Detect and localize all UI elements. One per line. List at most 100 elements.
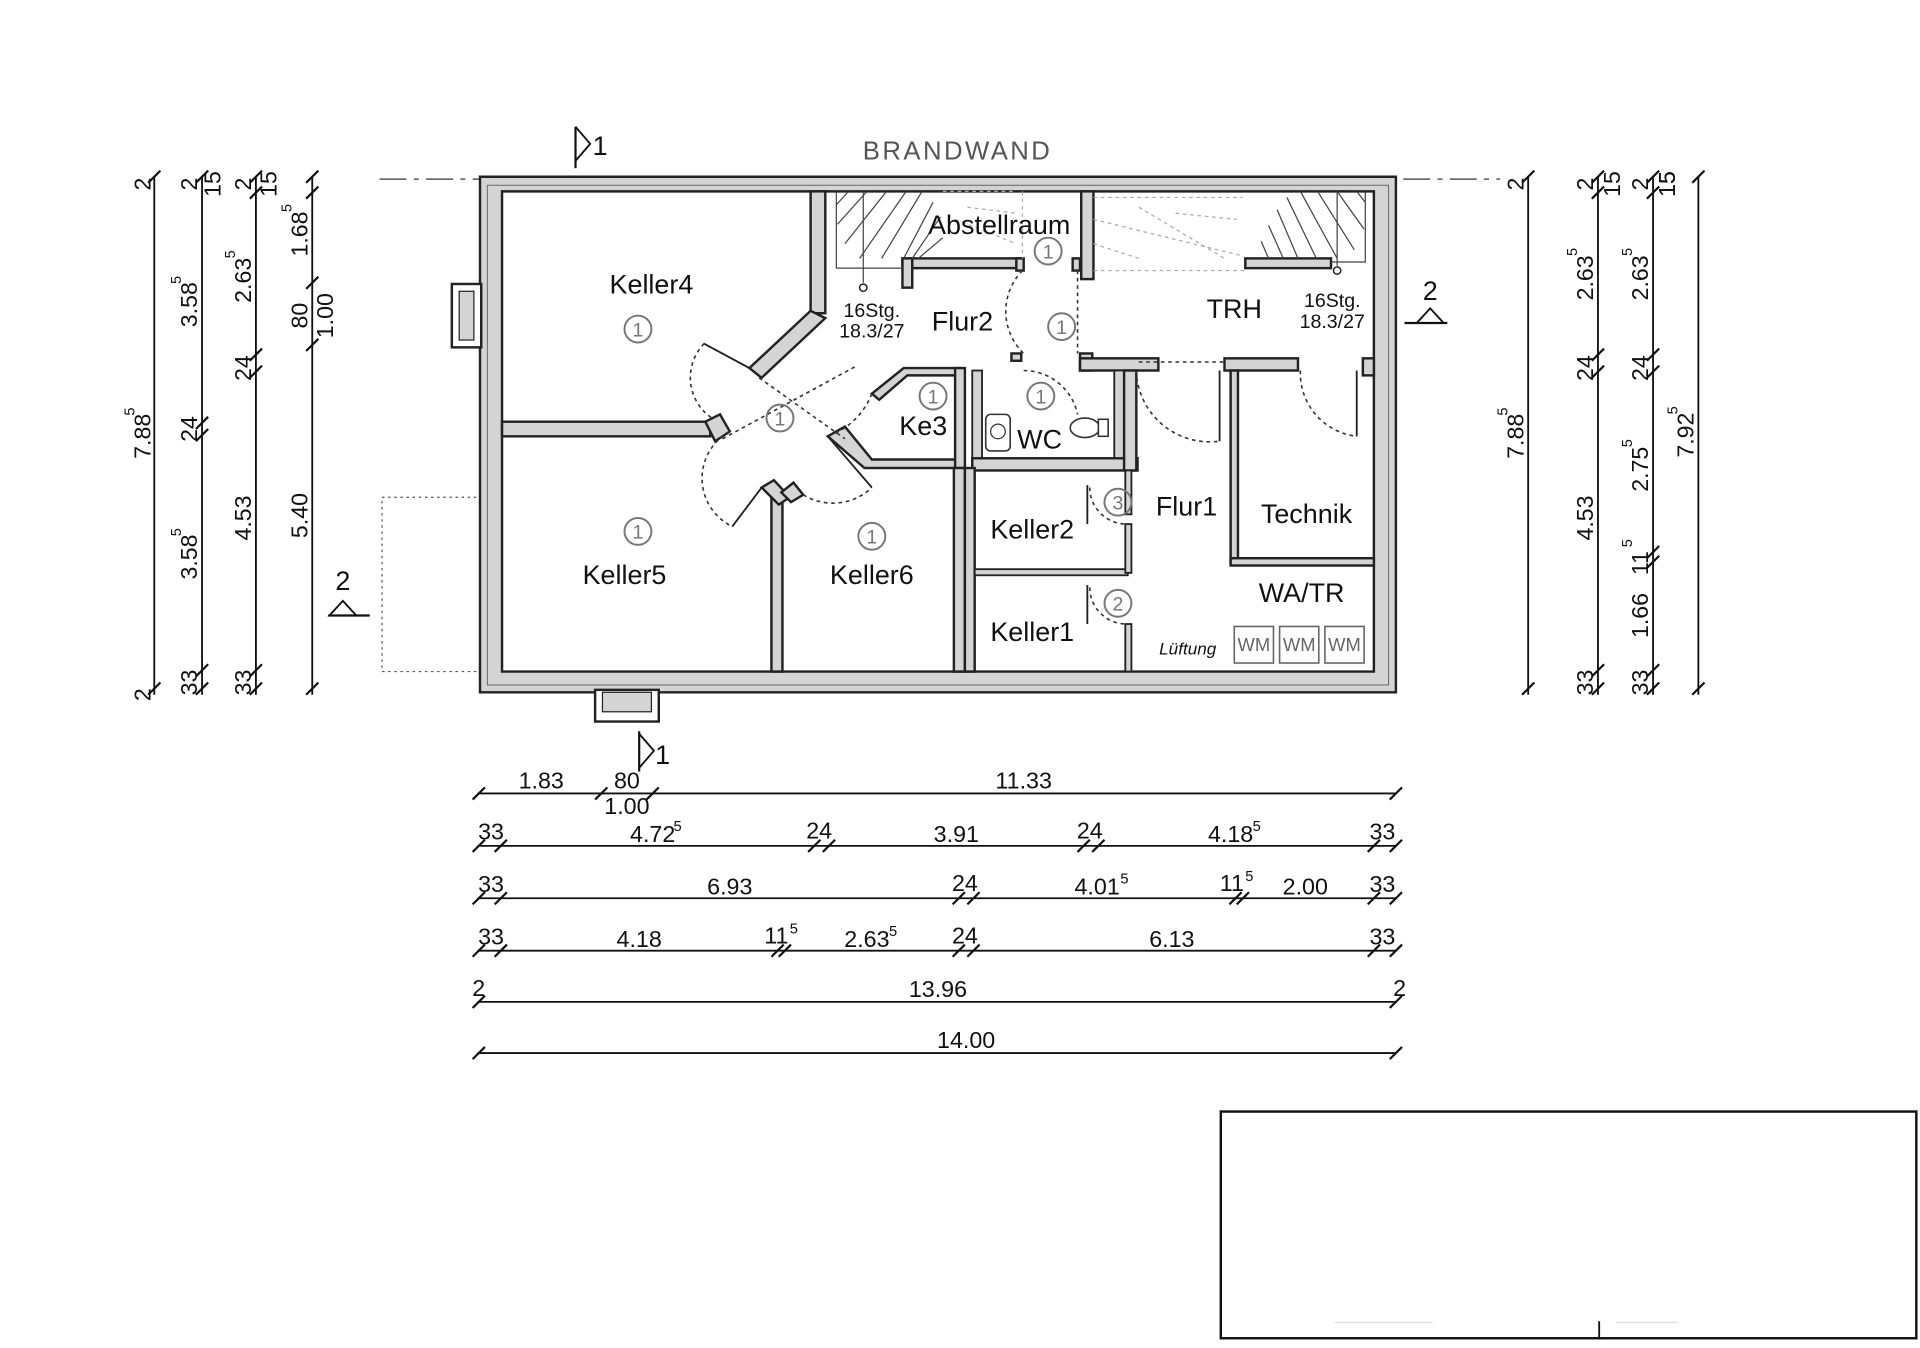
svg-text:80: 80 [614,768,640,794]
section-marker-1-bottom: 1 [638,731,670,772]
dim-chain-right-2: 2 15 2.63 5 24 4.53 33 [1565,169,1625,696]
svg-text:5: 5 [1666,406,1682,414]
svg-text:4.53: 4.53 [230,495,256,540]
svg-text:33: 33 [1370,819,1396,845]
washing-machine-3: WM [1324,625,1365,664]
svg-text:1: 1 [775,408,786,430]
svg-text:15: 15 [199,171,225,197]
washing-machine-2: WM [1278,625,1320,664]
svg-text:1: 1 [655,740,670,770]
door-number-keller2: 3 [1103,487,1133,517]
svg-text:2: 2 [1113,594,1124,616]
svg-text:5: 5 [673,819,681,835]
dim-chain-right-1: 2 7.88 5 [1495,169,1536,696]
svg-text:33: 33 [478,924,504,950]
room-label-flur2: Flur2 [932,306,993,336]
svg-text:5: 5 [1120,872,1128,888]
svg-text:5: 5 [1495,407,1511,415]
svg-text:11.33: 11.33 [995,768,1051,794]
stair-left-steps: 16Stg. [844,300,901,322]
svg-text:2: 2 [472,975,485,1001]
svg-text:24: 24 [1627,355,1653,381]
light-shaft-bottom [593,688,660,723]
room-label-wa-tr: WA/TR [1259,578,1345,608]
light-shaft-left [450,282,483,349]
svg-text:80: 80 [286,303,312,329]
svg-text:2: 2 [1572,178,1598,191]
dim-chain-left-1: 2 3.58 5 24 3.58 5 33 7.88 5 2 [123,169,209,701]
svg-text:5: 5 [1253,819,1261,835]
svg-text:4.18: 4.18 [1208,821,1253,847]
svg-text:3.91: 3.91 [934,821,979,847]
svg-text:5: 5 [169,528,185,536]
svg-text:15: 15 [1654,171,1680,197]
dim-chain-right-4: 15 7.92 5 [1654,169,1706,696]
door-number-ke3: 1 [918,381,948,411]
svg-text:24: 24 [806,818,832,844]
dim-chain-bottom-2: 33 4.72 5 24 3.91 24 4.18 5 33 [471,818,1403,853]
svg-text:1: 1 [866,527,877,549]
doors [689,270,1358,625]
svg-text:24: 24 [952,870,978,896]
svg-text:5: 5 [790,922,798,938]
room-label-ke3: Ke3 [899,411,947,441]
wc-fixtures [984,413,1109,452]
svg-text:WM: WM [1283,634,1316,655]
svg-text:1: 1 [1035,386,1046,408]
exterior-terrace-outline [381,496,477,673]
room-label-abstellraum: Abstellraum [928,210,1070,240]
svg-text:24: 24 [952,922,978,948]
svg-text:2.63: 2.63 [1572,255,1598,300]
svg-text:7.92: 7.92 [1672,413,1698,458]
svg-text:1: 1 [593,131,608,161]
svg-text:5: 5 [1565,248,1581,256]
svg-text:14.00: 14.00 [937,1027,995,1053]
door-number-abstellraum: 1 [1033,236,1063,266]
door-number-keller5: 1 [623,517,653,546]
svg-text:2.63: 2.63 [844,926,889,952]
dim-chain-bottom-3: 33 6.93 24 4.01 5 11 5 2.00 33 [471,869,1403,906]
dim-chain-bottom-5: 2 13.96 2 [471,975,1406,1009]
svg-text:2.75: 2.75 [1627,447,1653,492]
svg-text:1: 1 [633,522,644,544]
svg-text:1.83: 1.83 [519,768,564,794]
stair-right [1093,190,1366,275]
svg-text:33: 33 [1627,670,1653,696]
svg-text:2: 2 [130,688,156,701]
firewall-title: BRANDWAND [863,138,1053,166]
svg-text:33: 33 [1370,871,1396,897]
interior-walls [500,190,1376,673]
svg-text:15: 15 [1599,171,1625,197]
svg-text:3.58: 3.58 [176,534,202,579]
svg-text:6.93: 6.93 [707,874,752,900]
svg-text:11: 11 [1627,551,1653,575]
stair-right-ratio: 18.3/27 [1300,311,1365,333]
room-label-trh: TRH [1207,294,1262,324]
room-label-keller5: Keller5 [583,560,667,590]
svg-text:2: 2 [176,178,202,191]
washing-machine-1: WM [1233,625,1275,664]
svg-text:15: 15 [256,171,282,197]
room-label-keller1: Keller1 [990,617,1074,647]
svg-text:2: 2 [130,178,156,191]
room-label-technik: Technik [1261,499,1353,529]
room-label-keller6: Keller6 [830,560,914,590]
svg-text:1: 1 [633,319,644,341]
svg-text:4.18: 4.18 [617,926,662,952]
dim-chain-right-3: 2 15 2.63 5 24 2.75 5 11 5 1.66 33 [1620,169,1680,696]
dim-chain-left-3: 2 15 1.68 5 80 5.40 1.00 [230,169,338,696]
dim-chain-bottom-1: 1.83 80 1.00 11.33 [471,768,1403,819]
svg-text:4.01: 4.01 [1075,874,1120,900]
svg-text:2: 2 [230,178,256,191]
svg-text:2: 2 [1393,975,1406,1001]
svg-text:5: 5 [169,276,185,284]
svg-text:1: 1 [1043,241,1054,263]
svg-text:1.68: 1.68 [286,211,312,256]
svg-text:5: 5 [279,204,295,212]
svg-text:1.66: 1.66 [1627,593,1653,638]
svg-text:3: 3 [1113,493,1124,515]
svg-text:11: 11 [764,922,788,948]
title-block [1219,1110,1918,1340]
svg-text:2: 2 [1627,178,1653,191]
